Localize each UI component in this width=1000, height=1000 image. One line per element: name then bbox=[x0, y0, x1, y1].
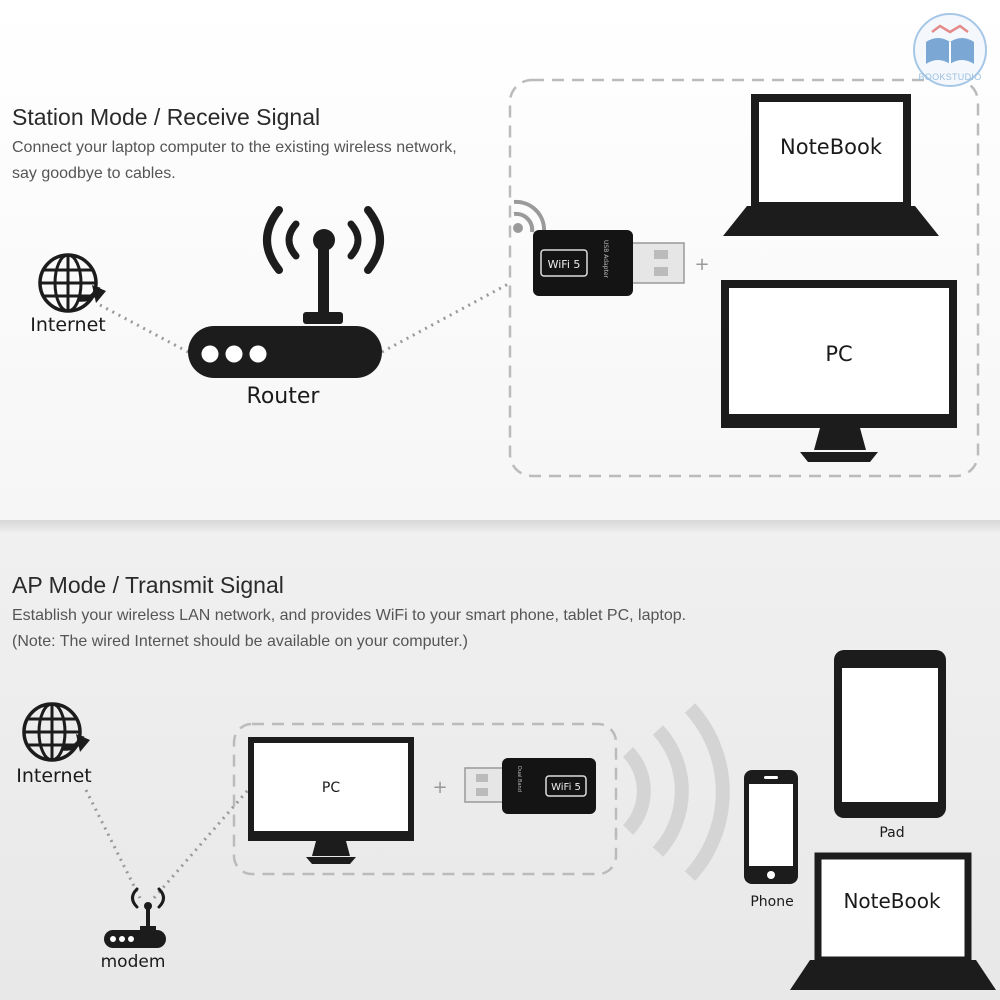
adapter-badge-ap: WiFi 5 bbox=[551, 782, 581, 793]
bookstudio-logo-icon bbox=[913, 13, 987, 87]
pc-label-ap: PC bbox=[321, 780, 341, 796]
internet-modem-link bbox=[84, 789, 142, 899]
pad-label: Pad bbox=[879, 825, 905, 841]
phone-label: Phone bbox=[750, 894, 794, 910]
station-desc-line1: Connect your laptop computer to the exis… bbox=[12, 139, 457, 156]
station-device-group-box bbox=[508, 78, 980, 478]
modem-pc-link bbox=[152, 789, 250, 899]
adapter-side-text-ap: Dual Band bbox=[516, 766, 522, 792]
pc-monitor-icon-ap bbox=[248, 737, 414, 864]
plus-sign-ap: + bbox=[432, 777, 447, 798]
internet-globe-icon bbox=[40, 255, 106, 311]
router-adapter-link bbox=[381, 281, 511, 354]
notebook-label: NoteBook bbox=[780, 135, 882, 159]
internet-label: Internet bbox=[30, 314, 106, 336]
broadcast-waves-icon bbox=[622, 703, 730, 881]
modem-label: modem bbox=[100, 952, 166, 972]
ap-desc-line2: (Note: The wired Internet should be avai… bbox=[12, 633, 468, 650]
modem-icon bbox=[104, 887, 166, 948]
internet-globe-icon-ap bbox=[24, 704, 90, 760]
usb-adapter-ap-icon: WiFi 5 Dual Band bbox=[464, 758, 596, 814]
station-title: Station Mode / Receive Signal bbox=[12, 104, 321, 130]
router-icon bbox=[188, 206, 384, 378]
phone-icon bbox=[744, 770, 798, 884]
ap-device-group-box bbox=[232, 722, 618, 876]
pad-icon bbox=[834, 650, 946, 818]
notebook-icon bbox=[723, 94, 939, 236]
pc-monitor-icon bbox=[721, 280, 957, 462]
notebook-label-ap: NoteBook bbox=[843, 889, 941, 913]
watermark-text: BOOKSTUDIO bbox=[918, 72, 982, 82]
ap-desc-line1: Establish your wireless LAN network, and… bbox=[12, 607, 687, 624]
router-label: Router bbox=[246, 384, 320, 409]
notebook-icon-ap bbox=[790, 852, 996, 990]
pc-label: PC bbox=[825, 342, 853, 366]
internet-label-ap: Internet bbox=[16, 765, 92, 787]
usb-adapter-station-icon: WiFi 5 USB Adapter bbox=[533, 230, 685, 296]
internet-router-link bbox=[99, 303, 189, 354]
plus-sign: + bbox=[694, 254, 709, 275]
adapter-side-text: USB Adapter bbox=[602, 240, 609, 279]
station-desc-line2: say goodbye to cables. bbox=[12, 165, 176, 182]
adapter-badge: WiFi 5 bbox=[548, 258, 581, 271]
section-divider bbox=[0, 520, 1000, 532]
ap-title: AP Mode / Transmit Signal bbox=[12, 572, 284, 598]
wifi-signal-icon bbox=[513, 199, 547, 233]
